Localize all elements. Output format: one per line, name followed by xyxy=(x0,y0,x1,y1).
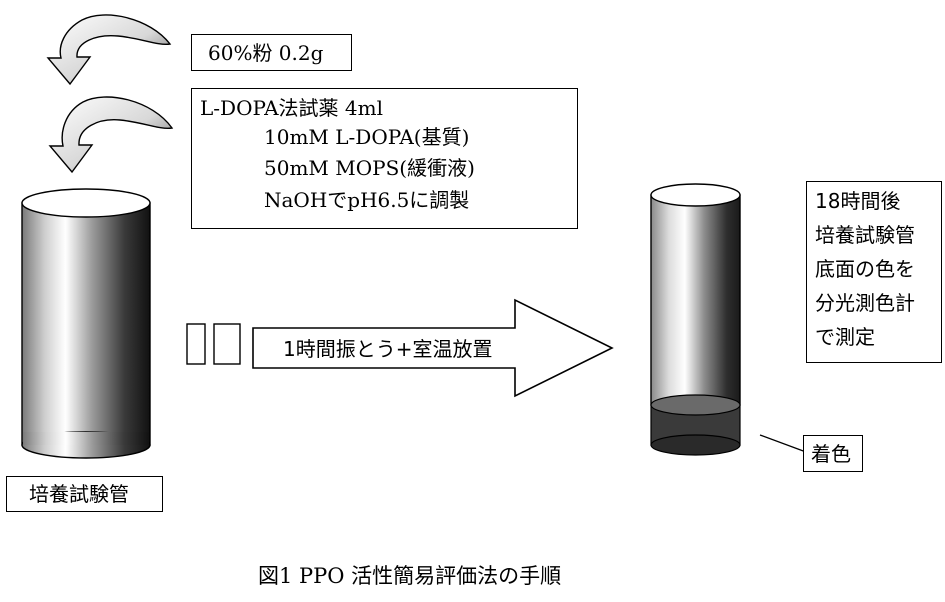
measure-note-line: 18時間後 xyxy=(815,189,901,213)
curved-arrow-icon xyxy=(48,96,174,174)
measure-note-line: 分光測色計 xyxy=(815,291,915,315)
tube-label: 培養試験管 xyxy=(29,482,129,506)
reagent-line-1: 10mM L-DOPA(基質) xyxy=(264,125,470,149)
curved-arrow-icon xyxy=(46,14,172,86)
process-label: 1時間振とう+室温放置 xyxy=(283,337,493,361)
measure-note-line: で測定 xyxy=(815,325,875,349)
culture-tube-icon xyxy=(21,188,151,459)
powder-box: 60%粉 0.2g xyxy=(191,34,352,71)
tube-label-box: 培養試験管 xyxy=(6,476,163,512)
figure-caption: 図1 PPO 活性簡易評価法の手順 xyxy=(258,564,562,588)
reagent-line-2: 50mM MOPS(緩衝液) xyxy=(264,156,475,180)
powder-label: 60%粉 0.2g xyxy=(208,41,324,65)
colored-tube-icon xyxy=(650,183,741,456)
small-box xyxy=(213,323,241,365)
color-label: 着色 xyxy=(811,442,851,466)
color-label-box: 着色 xyxy=(803,435,863,472)
process-arrow-icon xyxy=(252,298,614,398)
measure-note-line: 底面の色を xyxy=(815,257,915,281)
small-box xyxy=(186,323,206,365)
reagent-line-3: NaOHでpH6.5に調製 xyxy=(264,188,470,212)
reagent-box: L-DOPA法試薬 4ml 10mM L-DOPA(基質) 50mM MOPS(… xyxy=(191,88,578,229)
measure-note-line: 培養試験管 xyxy=(815,223,915,247)
reagent-title: L-DOPA法試薬 4ml xyxy=(200,96,383,120)
leader-line xyxy=(759,434,807,453)
measure-note-box: 18時間後 培養試験管 底面の色を 分光測色計 で測定 xyxy=(806,181,942,363)
